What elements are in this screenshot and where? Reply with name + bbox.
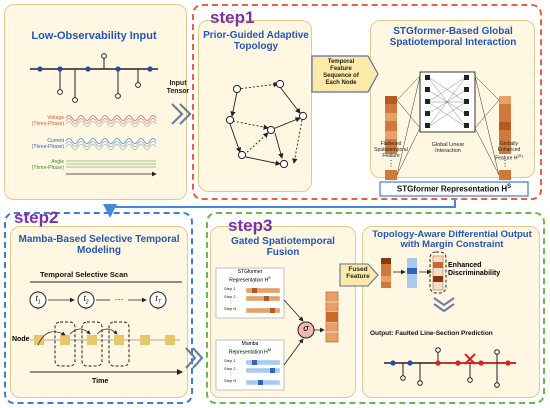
temporal-scan-label: Temporal Selective Scan — [40, 270, 128, 279]
mamba-step-n: Step N — [224, 378, 237, 383]
output-prediction-label: Output: Faulted Line-Section Prediction — [370, 330, 493, 337]
stg-step-dots: ⋮ — [229, 299, 233, 304]
tT-node: tT — [155, 294, 161, 306]
fused-feature-label: Fused Feature — [346, 266, 370, 281]
stg-step-n: Step N — [224, 306, 237, 311]
sigma-gate: σ — [303, 323, 309, 333]
flattened-feature-label: Flattened Spatiotemporal Feature — [374, 141, 408, 159]
scan-dots: ··· — [114, 294, 124, 304]
stgformer-title: STGformer-Based Global Spatiotemporal In… — [389, 26, 517, 48]
step2-panel — [4, 212, 193, 404]
step1-label: step1 — [210, 8, 255, 27]
input-tensor-label: Input Tensor — [166, 80, 190, 96]
node-axis-label: Node — [12, 336, 30, 343]
mamba-step-2: Step 2 — [224, 366, 236, 371]
enhanced-discriminability-label: Enhanced Discriminability — [448, 262, 501, 278]
mamba-step-dots: ⋮ — [229, 371, 233, 376]
mamba-rep-label: Mamba Representation HM — [228, 341, 272, 356]
stgformer-representation-label: STGformer Representation HS — [396, 184, 512, 194]
globally-enhanced-label: Globally Enhanced Feature H(S) — [495, 141, 523, 162]
fusion-title: Gated Spatiotemporal Fusion — [231, 236, 335, 258]
time-axis-label: Time — [92, 378, 109, 385]
step3-label: step3 — [228, 216, 273, 235]
step1-panel — [192, 4, 542, 200]
output-panel — [362, 226, 540, 398]
current-label: Current (Three-Phase) — [31, 138, 64, 150]
output-title: Topology-Aware Differential Output with … — [372, 229, 532, 251]
topology-title: Prior-Guided Adaptive Topology — [203, 30, 309, 52]
mamba-title: Mamba-Based Selective Temporal Modeling — [18, 234, 180, 256]
stg-rep-label: STGformer Representation HS — [229, 269, 271, 284]
stg-step-1: Step 1 — [224, 286, 236, 291]
t1-node: t1 — [35, 294, 41, 306]
angle-label: Angle (Three-Phase) — [31, 159, 64, 171]
step2-label: step2 — [14, 208, 59, 227]
t2-node: t2 — [83, 294, 89, 306]
temporal-sequence-label: Temporal Feature Sequence of Each Node — [323, 59, 359, 86]
voltage-label: Voltage (Three-Phase) — [31, 115, 64, 127]
mamba-panel — [10, 226, 188, 398]
input-panel-title: Low-Observability Input — [31, 30, 157, 42]
stg-step-2: Step 2 — [224, 294, 236, 299]
mamba-step-1: Step 1 — [224, 358, 236, 363]
global-linear-label: Global Linear Interaction — [431, 142, 465, 155]
